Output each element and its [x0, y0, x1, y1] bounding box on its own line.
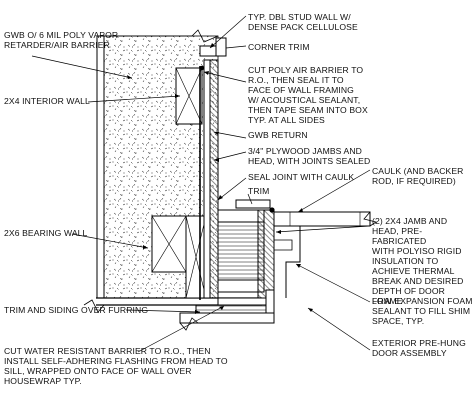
- label-caulk-backer: CAULK (AND BACKER ROD, IF REQUIRED): [372, 166, 464, 186]
- exterior-trim-siding: [179, 289, 275, 331]
- label-seal-joint: SEAL JOINT WITH CAULK: [248, 172, 355, 182]
- label-cut-wrb: CUT WATER RESISTANT BARRIER TO R.O., THE…: [4, 346, 228, 386]
- section-break: [363, 211, 377, 227]
- jamb-assembly: [217, 209, 275, 299]
- label-jamb-head: (2) 2X4 JAMB AND HEAD, PRE-FABRICATED WI…: [372, 216, 464, 306]
- interior-trim: [235, 199, 271, 209]
- label-low-expansion: LOW EXPANSION FOAM SEALANT TO FILL SHIM …: [372, 296, 473, 326]
- door-stop: [274, 239, 293, 251]
- gwb-return: [203, 59, 211, 299]
- interior-gwb: [96, 35, 105, 299]
- label-plywood-jambs: 3/4" PLYWOOD JAMBS AND HEAD, WITH JOINTS…: [248, 146, 371, 166]
- label-exterior-door: EXTERIOR PRE-HUNG DOOR ASSEMBLY: [372, 338, 466, 358]
- leader-lines: [31, 15, 371, 353]
- wall-top-cut: [104, 29, 219, 43]
- label-gwb-return: GWB RETURN: [248, 130, 308, 140]
- label-bearing-wall: 2X6 BEARING WALL: [4, 228, 88, 238]
- label-dbl-stud: TYP. DBL STUD WALL W/ DENSE PACK CELLULO…: [248, 12, 358, 32]
- caulk-bead: [269, 207, 275, 213]
- sealant-bead: [199, 65, 205, 71]
- door-frame: [274, 225, 301, 298]
- wall-bottom-cut: [83, 299, 105, 313]
- door-assembly: [273, 211, 371, 298]
- label-trim: TRIM: [248, 186, 270, 196]
- plywood-jamb: [209, 59, 219, 299]
- label-interior-wall: 2X4 INTERIOR WALL: [4, 96, 90, 106]
- label-gwb-vapor: GWB O/ 6 MIL POLY VAPOR RETARDER/AIR BAR…: [4, 30, 119, 50]
- leader-arrows: [127, 43, 313, 314]
- interior-stud: [175, 67, 203, 125]
- label-corner-trim: CORNER TRIM: [248, 42, 310, 52]
- label-trim-siding: TRIM AND SIDING OVER FURRING: [4, 305, 149, 315]
- label-cut-poly: CUT POLY AIR BARRIER TO R.O., THEN SEAL …: [248, 65, 368, 125]
